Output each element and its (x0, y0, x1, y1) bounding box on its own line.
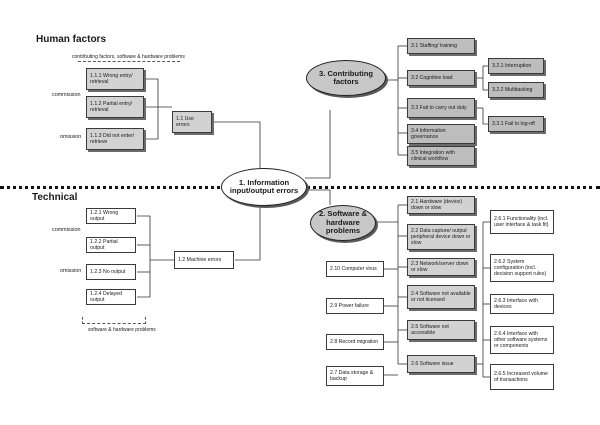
software-right-item: 2.6.2 System configuration (incl. decisi… (490, 254, 554, 282)
bottom-note: software & hardware problems (88, 327, 156, 333)
software-item: 2.4 Software not available or not licens… (407, 285, 475, 309)
contributing-item: 3.1 Staffing/ training (407, 38, 475, 54)
top-bracket (78, 61, 180, 62)
software-right-item: 2.6.4 Interface with other software syst… (490, 326, 554, 354)
software-right-item: 2.6.1 Functionality (incl. user interfac… (490, 210, 554, 234)
machine-errors-hub: 1.2 Machine errors (174, 251, 234, 269)
software-right-item: 2.6.3 Interface with devices (490, 294, 554, 314)
software-right-item: 2.6.5 Increased volume of transactions (490, 364, 554, 390)
contributing-item: 3.3 Fail to carry out duty (407, 98, 475, 118)
contributing-sub-item: 3.2.2 Multitasking (488, 82, 544, 98)
software-item: 2.3 Network/server down or slow (407, 258, 475, 276)
omission-label-bottom: omission (60, 268, 82, 274)
use-error-item: 1.1.3 Did not enter/ retrieve (86, 128, 144, 150)
top-note: contributing factors, software & hardwar… (72, 54, 185, 60)
bottom-bracket (82, 317, 146, 324)
contributing-item: 3.2 Cognitive load (407, 70, 475, 86)
technical-heading: Technical (32, 192, 78, 203)
machine-error-item: 1.2.4 Delayed output (86, 289, 136, 305)
contributing-factors-node: 3. Contributing factors (306, 60, 386, 96)
commission-label-bottom: commission (52, 227, 81, 233)
contributing-item: 3.4 Information governance (407, 124, 475, 144)
contributing-item: 3.5 Integration with clinical workflow (407, 146, 475, 166)
omission-label-top: omission (60, 134, 82, 140)
use-error-item: 1.1.1 Wrong entry/ retrieval (86, 68, 144, 90)
contributing-sub-item: 3.2.1 Interruption (488, 58, 544, 74)
software-left-item: 2.9 Power failure (326, 298, 384, 314)
use-error-item: 1.1.2 Partial entry/ retrieval (86, 96, 144, 118)
software-item: 2.2 Data capture/ output peripheral devi… (407, 224, 475, 250)
software-item: 2.5 Software not accessible (407, 320, 475, 340)
machine-error-item: 1.2.1 Wrong output (86, 208, 136, 224)
software-left-item: 2.8 Record migration (326, 334, 384, 350)
software-hardware-node: 2. Software & hardware problems (310, 205, 376, 241)
software-item: 2.6 Software issue (407, 355, 475, 373)
software-left-item: 2.7 Data storage & backup (326, 366, 384, 386)
information-io-errors-node: 1. Information input/output errors (221, 168, 307, 206)
software-left-item: 2.10 Computer virus (326, 261, 384, 277)
human-factors-heading: Human factors (36, 34, 107, 45)
machine-error-item: 1.2.2 Partial output (86, 237, 136, 253)
commission-label-top: commission (52, 92, 81, 98)
contributing-sub-item: 3.3.1 Fail to log-off (488, 116, 544, 132)
use-errors-hub: 1.1 Use errors (172, 111, 212, 133)
software-item: 2.1 Hardware (device) down or slow (407, 196, 475, 214)
machine-error-item: 1.2.3 No output (86, 264, 136, 280)
